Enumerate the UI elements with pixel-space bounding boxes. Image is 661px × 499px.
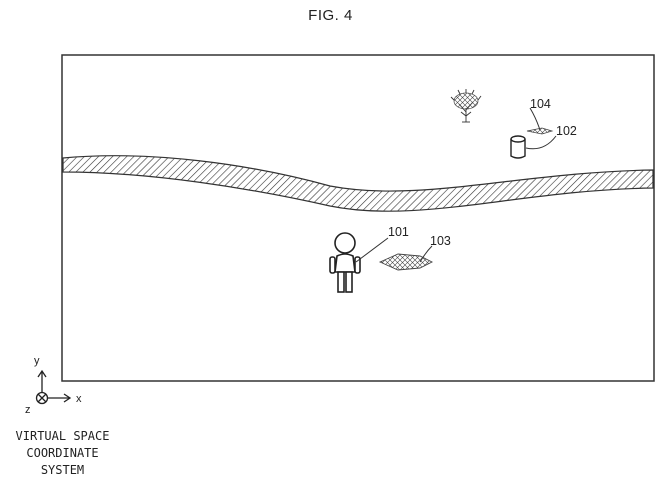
axis-y-label: y	[34, 355, 40, 367]
leader-103	[419, 245, 433, 263]
leader-104	[529, 107, 541, 131]
coordinate-axes	[35, 369, 72, 405]
label-104: 104	[530, 97, 551, 111]
label-102: 102	[556, 124, 577, 138]
player-character	[329, 232, 361, 293]
object-cylinder	[510, 135, 526, 159]
leader-102	[525, 135, 557, 150]
river-band	[62, 155, 654, 212]
caption-line: SYSTEM	[40, 463, 85, 477]
label-103: 103	[430, 234, 451, 248]
tree-icon	[450, 89, 482, 123]
axis-x-label: x	[76, 393, 82, 405]
label-101: 101	[388, 225, 409, 239]
object-shadow	[526, 127, 554, 135]
coordinate-system-caption: VIRTUAL SPACE COORDINATE SYSTEM	[0, 428, 125, 479]
leader-101	[355, 237, 389, 263]
caption-line: COORDINATE	[26, 446, 99, 460]
figure-title: FIG. 4	[308, 7, 353, 24]
caption-line: VIRTUAL SPACE	[15, 429, 110, 443]
axis-z-label: z	[25, 404, 31, 416]
virtual-space-frame	[61, 54, 655, 382]
player-shadow	[378, 253, 434, 271]
